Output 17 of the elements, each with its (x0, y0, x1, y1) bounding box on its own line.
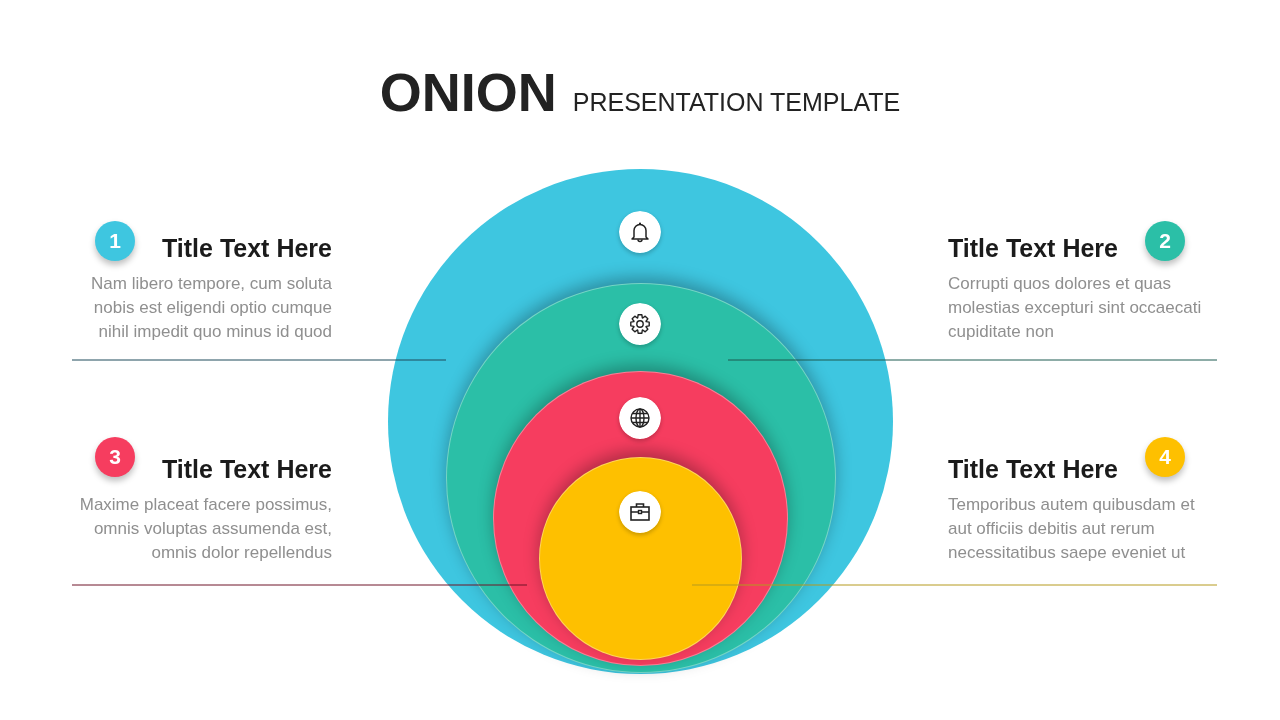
leader-line (691, 584, 1218, 586)
step-number: 2 (1145, 221, 1185, 261)
step-number: 1 (95, 221, 135, 261)
item-description: Maxime placeat facere possimus, omnis voluptas assumenda est, omnis dolor repellendus (78, 494, 332, 564)
item-description: Corrupti quos dolores et quas molestias excepturi sint occaecati cupiditate non (948, 273, 1203, 343)
step-number: 3 (95, 437, 135, 477)
slide-title: ONION PRESENTATION TEMPLATE (379, 62, 901, 124)
item-description: Temporibus autem quibusdam et aut officiis debitis aut rerum necessitatibus saepe eveniet ut (948, 494, 1196, 564)
leader-line (71, 584, 528, 586)
item-description: Nam libero tempore, cum soluta nobis est eligendi optio cumque nihil impedit quo minus id quod (90, 273, 332, 343)
item-title: Title Text Here (948, 454, 1118, 485)
item-title: Title Text Here (162, 233, 332, 264)
item-title: Title Text Here (162, 454, 332, 485)
item-title: Title Text Here (948, 233, 1118, 264)
step-number: 4 (1145, 437, 1185, 477)
leader-line (727, 359, 1218, 361)
onion-layer (539, 457, 742, 660)
